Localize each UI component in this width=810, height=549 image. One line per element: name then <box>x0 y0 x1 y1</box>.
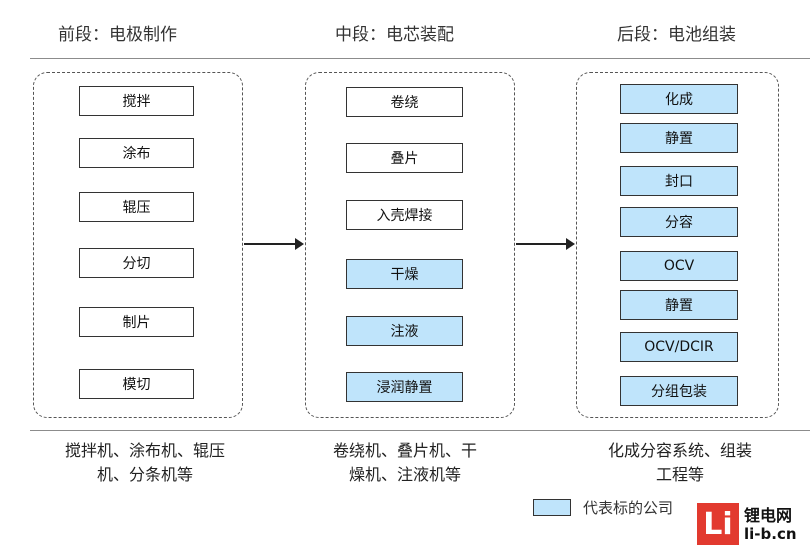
step-box: 涂布 <box>79 138 194 168</box>
step-box-highlighted: 注液 <box>346 316 463 346</box>
step-box-highlighted: 静置 <box>620 123 738 153</box>
step-box: 模切 <box>79 369 194 399</box>
top-divider <box>30 58 810 59</box>
watermark-logo-icon: Li <box>697 503 739 545</box>
equipment-line: 搅拌机、涂布机、辊压 <box>64 441 225 460</box>
equipment-line: 化成分容系统、组装 <box>607 441 752 460</box>
step-box: 制片 <box>79 307 194 337</box>
flow-arrow-middle-to-back <box>516 238 575 250</box>
equipment-line: 工程等 <box>655 465 704 484</box>
step-box: 搅拌 <box>79 86 194 116</box>
step-box: 入壳焊接 <box>346 200 463 230</box>
legend-swatch <box>533 499 571 516</box>
stage-back-container: 化成 静置 封口 分容 OCV 静置 OCV/DCIR 分组包装 <box>576 72 779 418</box>
step-box-highlighted: 分组包装 <box>620 376 738 406</box>
legend-label: 代表标的公司 <box>583 499 674 517</box>
equipment-middle: 卷绕机、叠片机、干 燥机、注液机等 <box>300 439 510 487</box>
step-box-highlighted: 分容 <box>620 207 738 237</box>
step-box-highlighted: 化成 <box>620 84 738 114</box>
watermark-name: 锂电网 <box>744 506 793 525</box>
watermark-url: li-b.cn <box>744 525 797 543</box>
step-box: 叠片 <box>346 143 463 173</box>
step-box-highlighted: 浸润静置 <box>346 372 463 402</box>
step-box-highlighted: OCV <box>620 251 738 281</box>
equipment-line: 燥机、注液机等 <box>348 465 461 484</box>
stage-front-container: 搅拌 涂布 辊压 分切 制片 模切 <box>33 72 243 418</box>
stage-header-back: 后段：电池组装 <box>617 25 736 45</box>
step-box-highlighted: 干燥 <box>346 259 463 289</box>
step-box: 辊压 <box>79 192 194 222</box>
bottom-divider <box>30 430 810 431</box>
flow-arrow-front-to-middle <box>244 238 304 250</box>
stage-header-front: 前段：电极制作 <box>58 25 177 45</box>
step-box: 分切 <box>79 248 194 278</box>
step-box-highlighted: 封口 <box>620 166 738 196</box>
step-box: 卷绕 <box>346 87 463 117</box>
equipment-line: 卷绕机、叠片机、干 <box>332 441 477 460</box>
step-box-highlighted: OCV/DCIR <box>620 332 738 362</box>
step-box-highlighted: 静置 <box>620 290 738 320</box>
equipment-front: 搅拌机、涂布机、辊压 机、分条机等 <box>30 439 260 487</box>
stage-middle-container: 卷绕 叠片 入壳焊接 干燥 注液 浸润静置 <box>305 72 515 418</box>
equipment-line: 机、分条机等 <box>96 465 193 484</box>
stage-header-middle: 中段：电芯装配 <box>335 25 454 45</box>
equipment-back: 化成分容系统、组装 工程等 <box>570 439 790 487</box>
